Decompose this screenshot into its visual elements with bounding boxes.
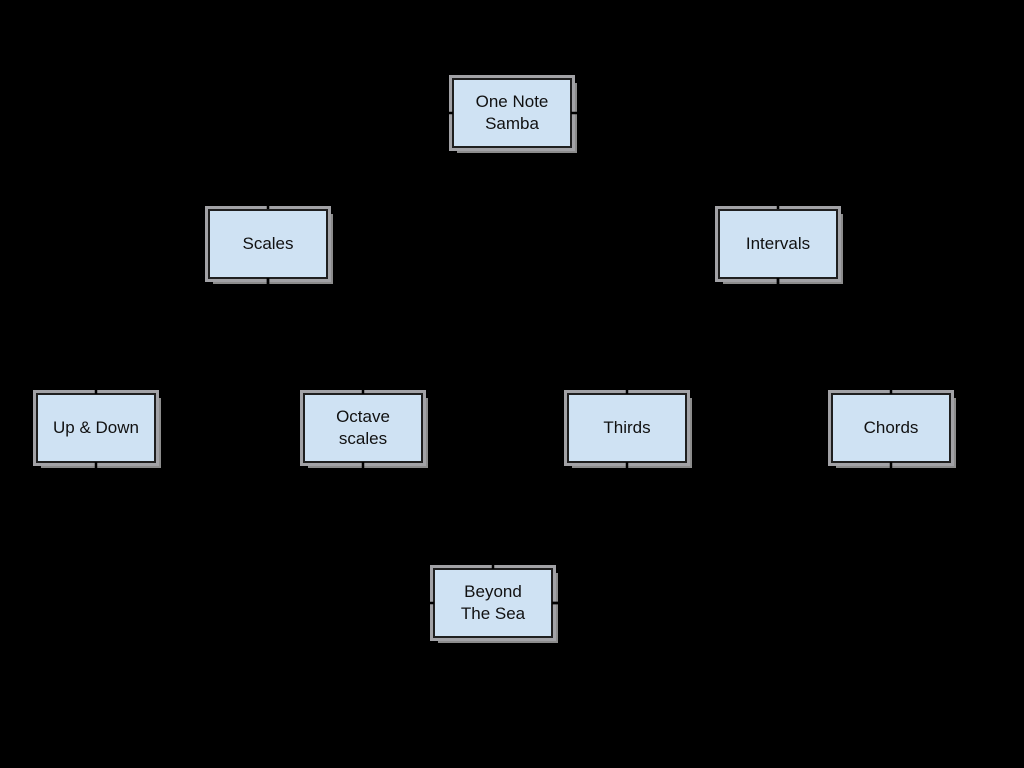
edge-scales-to-octave-scales xyxy=(266,278,365,394)
edge-up-and-down-to-beyond-the-sea xyxy=(94,462,434,605)
node-label: One Note xyxy=(475,92,549,111)
node-label: Scales xyxy=(242,234,294,253)
node-beyond-the-sea[interactable]: Beyond The Sea xyxy=(430,565,556,641)
node-label: The Sea xyxy=(460,604,526,623)
node-label: Beyond xyxy=(464,582,522,601)
node-label: Intervals xyxy=(745,234,811,253)
node-up-and-down[interactable]: Up & Down xyxy=(33,390,159,466)
node-label: scales xyxy=(338,429,388,448)
edge-intervals-to-thirds xyxy=(625,278,780,394)
edge-one-note-samba-to-intervals xyxy=(571,111,780,209)
edge-octave-scales-to-beyond-the-sea xyxy=(361,462,495,569)
edge-scales-to-up-and-down xyxy=(94,278,270,394)
node-label: Thirds xyxy=(603,418,651,437)
node-label: Samba xyxy=(485,114,539,133)
edge-chords-to-beyond-the-sea xyxy=(552,462,893,605)
node-label: Chords xyxy=(863,418,919,437)
node-chords[interactable]: Chords xyxy=(828,390,954,466)
node-octave-scales[interactable]: Octave scales xyxy=(300,390,426,466)
node-label: Up & Down xyxy=(53,418,139,437)
node-label: Octave xyxy=(336,407,390,426)
edge-intervals-to-chords xyxy=(776,278,893,394)
node-one-note-samba[interactable]: One Note Samba xyxy=(449,75,575,151)
node-intervals[interactable]: Intervals xyxy=(715,206,841,282)
edge-one-note-samba-to-scales xyxy=(266,111,453,209)
node-thirds[interactable]: Thirds xyxy=(564,390,690,466)
edge-thirds-to-beyond-the-sea xyxy=(552,462,629,605)
node-scales[interactable]: Scales xyxy=(205,206,331,282)
